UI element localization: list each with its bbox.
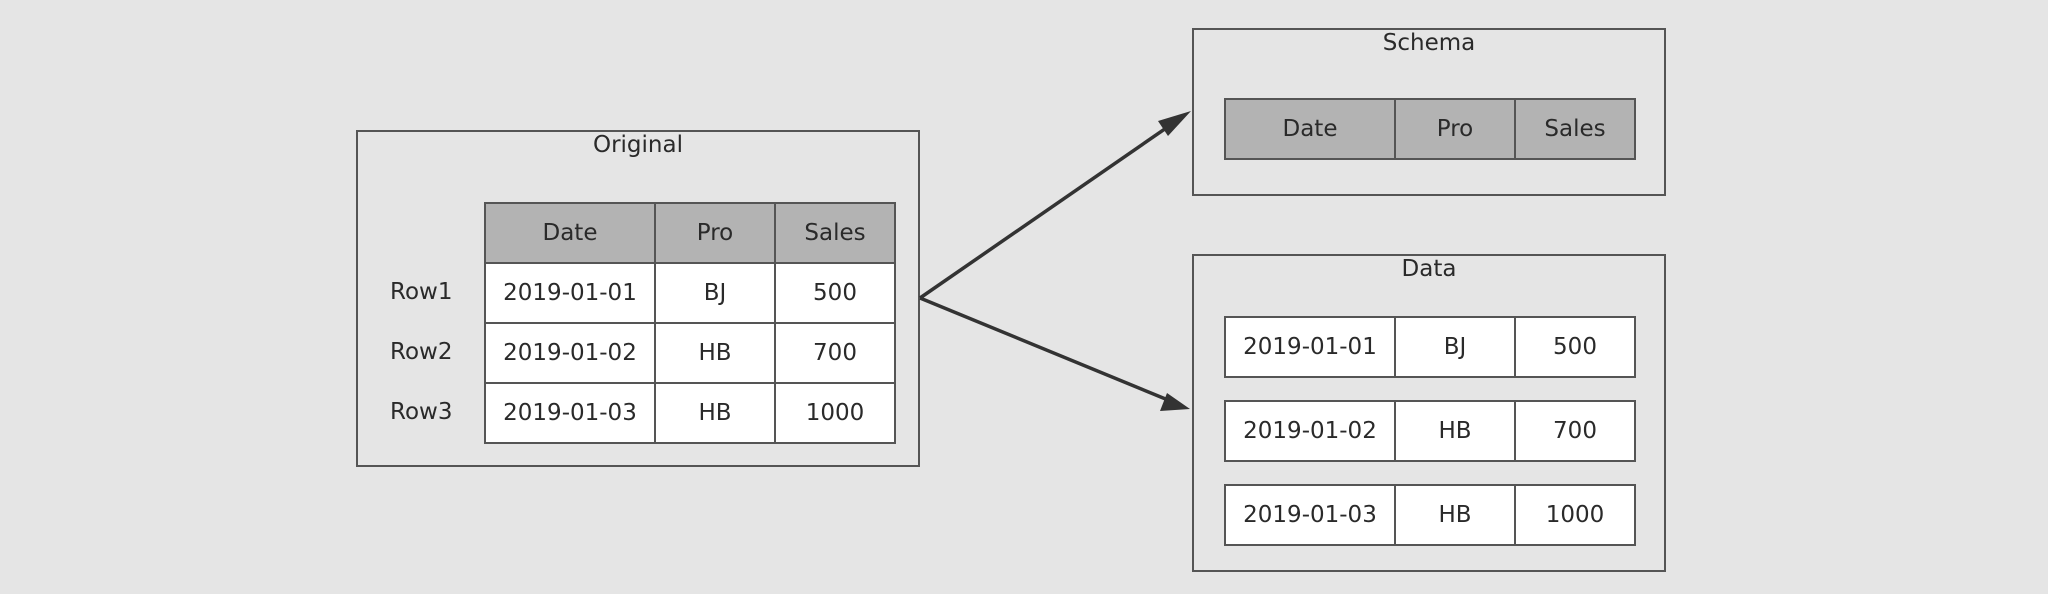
schema-header-pro: Pro: [1394, 98, 1516, 160]
data-cell: 700: [1514, 400, 1636, 462]
arrow-to-schema: [919, 122, 1173, 300]
data-cell: 500: [1514, 316, 1636, 378]
original-cell: 2019-01-02: [484, 322, 656, 384]
original-header-date: Date: [484, 202, 656, 264]
schema-panel: [1192, 28, 1666, 196]
original-cell: 2019-01-03: [484, 382, 656, 444]
original-row-label: Row3: [390, 399, 453, 425]
original-title: Original: [592, 132, 683, 158]
data-cell: 2019-01-03: [1224, 484, 1396, 546]
data-cell: HB: [1394, 400, 1516, 462]
data-panel: [1192, 254, 1666, 572]
original-header-pro: Pro: [654, 202, 776, 264]
original-cell: BJ: [654, 262, 776, 324]
original-cell: 500: [774, 262, 896, 324]
arrow-head-schema: [1158, 111, 1191, 136]
data-cell: HB: [1394, 484, 1516, 546]
arrow-to-data: [919, 296, 1169, 402]
original-cell: 2019-01-01: [484, 262, 656, 324]
schema-header-date: Date: [1224, 98, 1396, 160]
schema-title: Schema: [1382, 30, 1476, 56]
original-panel: [356, 130, 920, 467]
data-cell: 2019-01-01: [1224, 316, 1396, 378]
data-cell: BJ: [1394, 316, 1516, 378]
schema-header-sales: Sales: [1514, 98, 1636, 160]
data-cell: 1000: [1514, 484, 1636, 546]
original-row-label: Row2: [390, 339, 453, 365]
arrow-head-data: [1160, 393, 1190, 411]
original-cell: 700: [774, 322, 896, 384]
data-title: Data: [1401, 256, 1457, 282]
original-cell: 1000: [774, 382, 896, 444]
original-row-label: Row1: [390, 279, 453, 305]
data-cell: 2019-01-02: [1224, 400, 1396, 462]
